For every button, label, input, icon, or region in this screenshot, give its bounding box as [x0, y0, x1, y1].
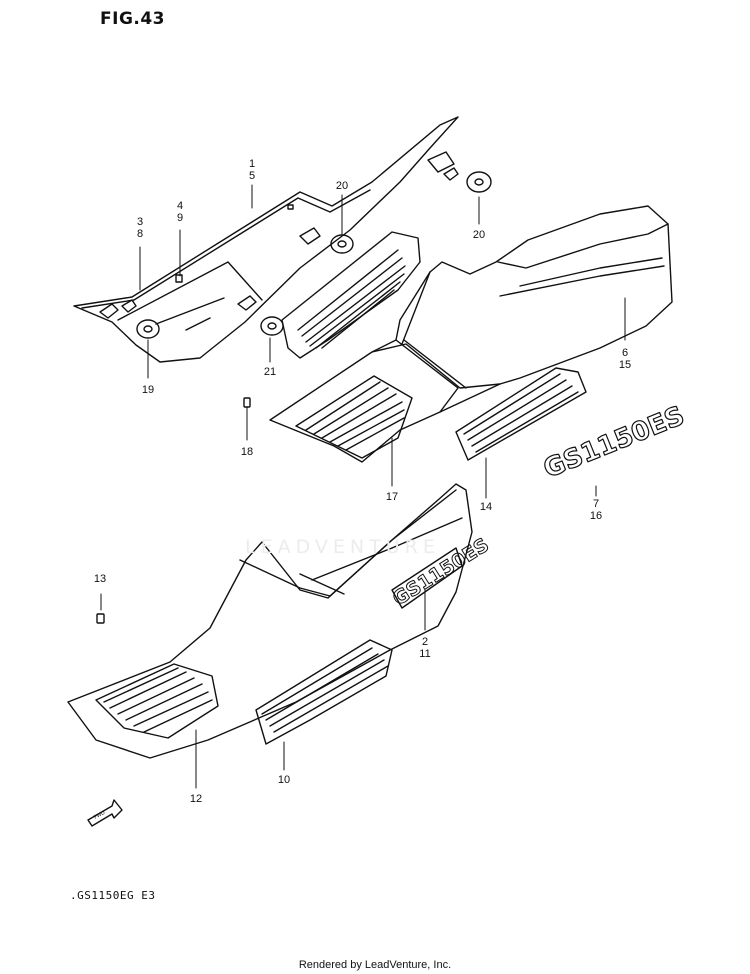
- grommet-21: [260, 316, 284, 336]
- clip-13: [96, 613, 105, 624]
- footer-credit: Rendered by LeadVenture, Inc.: [298, 959, 452, 971]
- fwd-label: FWD: [93, 810, 106, 821]
- grommet-20b: [466, 171, 492, 193]
- callout-14: 14: [479, 501, 493, 513]
- callout-13: 13: [93, 573, 107, 585]
- callout-12: 12: [189, 793, 203, 805]
- clip-18: [243, 397, 251, 408]
- side-cover-left: GS1150ES: [67, 483, 493, 759]
- decal-text-right: GS1150ES: [539, 401, 688, 485]
- callout-17: 17: [385, 491, 399, 503]
- grommet-20a: [330, 234, 354, 254]
- side-cover-right: [269, 205, 673, 463]
- figure-title: FIG.43: [100, 9, 166, 29]
- callout-19: 19: [141, 384, 155, 396]
- leader-lines: [100, 184, 626, 789]
- callout-21: 21: [263, 366, 277, 378]
- fwd-arrow: FWD: [87, 799, 123, 827]
- model-code: .GS1150EG E3: [70, 889, 156, 902]
- decal-gs1150es-right: GS1150ES: [539, 400, 690, 485]
- grommet-19: [136, 319, 160, 339]
- watermark: LEADVENTURE: [245, 536, 440, 558]
- callout-20b: 20: [472, 229, 486, 241]
- frame-cover-upper: [73, 116, 459, 363]
- callout-18: 18: [240, 446, 254, 458]
- callout-10: 10: [277, 774, 291, 786]
- callout-20a: 20: [335, 180, 349, 192]
